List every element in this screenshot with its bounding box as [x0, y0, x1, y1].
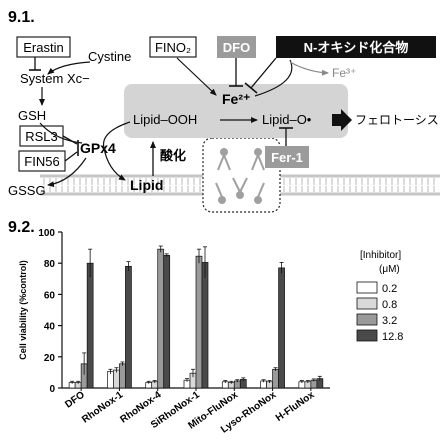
y-tick-label: 60 — [44, 290, 56, 301]
legend-label: 3.2 — [382, 315, 397, 327]
dfo-box — [217, 36, 256, 58]
legend-unit: (μM) — [379, 264, 400, 275]
lipid-ooh-label: Lipid–OOH — [133, 112, 197, 127]
y-tick-label: 20 — [44, 353, 56, 364]
gpx4-to-gssg-arrow — [47, 157, 87, 188]
fino2-label: FINO₂ — [155, 40, 191, 55]
fino2-arrow — [176, 57, 217, 96]
rsl3-inhibit-line — [62, 135, 78, 145]
x-tick-label: H-FluNox — [274, 389, 317, 424]
cystine-arrow — [47, 61, 91, 75]
fer1-label: Fer-1 — [271, 150, 303, 165]
x-tick-label: RhoNox-1 — [80, 389, 125, 425]
fer1-box — [265, 146, 309, 168]
bar — [86, 262, 94, 389]
legend-swatch — [356, 297, 378, 310]
erastin-box — [16, 36, 71, 58]
ferroptosis-label: フェロトーシス — [355, 113, 439, 127]
gpx4-label: GPx4 — [80, 140, 116, 156]
x-tick-label: DFO — [63, 389, 87, 410]
y-tick-label: 0 — [49, 384, 55, 395]
lipid-o-label: Lipid–O• — [262, 112, 312, 127]
cystine-label: Cystine — [88, 49, 131, 64]
n-oxide-label: N-オキシド化合物 — [304, 40, 409, 55]
bar — [195, 255, 203, 389]
legend-label: 0.8 — [382, 299, 397, 311]
bar — [201, 262, 209, 389]
bar — [119, 363, 126, 389]
bar — [163, 255, 171, 389]
gsh-to-gpx4-curve — [39, 122, 83, 144]
legend-label: 12.8 — [382, 331, 403, 343]
fino2-box — [149, 36, 197, 58]
bar — [125, 265, 132, 389]
gssg-label: GSSG — [8, 183, 46, 198]
y-axis-label: Cell viability (%control) — [18, 260, 28, 360]
lipid-panel — [124, 84, 348, 138]
legend-swatch — [356, 329, 378, 342]
bar — [113, 369, 120, 389]
lipid-label: Lipid — [130, 177, 163, 193]
lipid-detail-circle — [202, 137, 281, 213]
ferroptosis-arrow — [332, 109, 352, 131]
gsh-label: GSH — [18, 108, 46, 123]
y-tick-label: 80 — [44, 259, 56, 270]
legend-title: [Inhibitor] — [360, 250, 401, 261]
y-tick-label: 100 — [38, 228, 55, 239]
dfo-label: DFO — [223, 40, 250, 55]
section2-heading: 9.2. — [8, 219, 35, 236]
bar — [272, 368, 279, 389]
lipid-ooh-to-lipid-arrow — [102, 121, 131, 181]
section1-heading: 9.1. — [8, 9, 35, 26]
bar — [107, 371, 114, 389]
bar — [157, 248, 165, 389]
legend-swatch — [356, 313, 378, 326]
bar — [278, 267, 285, 389]
legend-label: 0.2 — [382, 283, 397, 295]
n-oxide-inhibit-line — [250, 57, 277, 89]
fe3-label: Fe³⁺ — [332, 66, 356, 80]
fe-conversion-curve — [254, 59, 293, 97]
legend-swatch — [356, 281, 378, 294]
n-oxide-box — [276, 36, 436, 58]
y-tick-label: 40 — [44, 322, 56, 333]
rsl3-label: RSL3 — [25, 129, 58, 144]
oxidation-label: 酸化 — [160, 148, 186, 163]
n-oxide-inhibit-bar — [244, 82, 258, 94]
erastin-label: Erastin — [23, 40, 63, 55]
fe2-label: Fe²⁺ — [222, 91, 250, 107]
fin56-inhibit-line — [64, 151, 78, 162]
fin56-label: FIN56 — [24, 154, 59, 169]
system-xc-label: System Xc− — [20, 71, 90, 86]
to-fe3-arrow — [289, 61, 329, 76]
